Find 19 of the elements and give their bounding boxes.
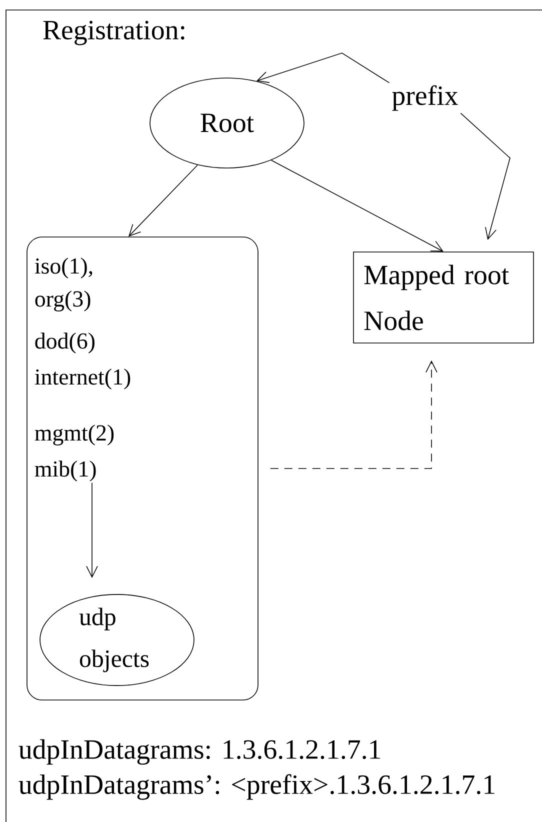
arrow <box>256 52 390 84</box>
process-box: Mapped root Node <box>353 252 534 344</box>
title: Registration: <box>43 20 184 46</box>
list-item: mib(1) <box>34 460 96 482</box>
node-label: prefix <box>392 85 458 111</box>
code-line: udpInDatagrams’: <prefix>.1.3.6.1.2.1.7.1 <box>18 774 494 800</box>
arrow <box>460 112 510 240</box>
list-item: internet(1) <box>34 368 130 390</box>
arrow <box>270 160 444 252</box>
list-item: dod(6) <box>35 332 94 354</box>
list-item: mgmt(2) <box>34 424 114 446</box>
ellipse-node: Root <box>150 78 304 168</box>
arrow <box>270 360 438 469</box>
list-item: iso(1), <box>34 258 92 278</box>
arrow <box>128 164 198 237</box>
code-line: udpInDatagrams: 1.3.6.1.2.1.7.1 <box>18 739 380 765</box>
ellipse-node: udp objects <box>40 594 194 686</box>
arrow <box>86 482 98 578</box>
list-item: org(3) <box>35 290 90 312</box>
